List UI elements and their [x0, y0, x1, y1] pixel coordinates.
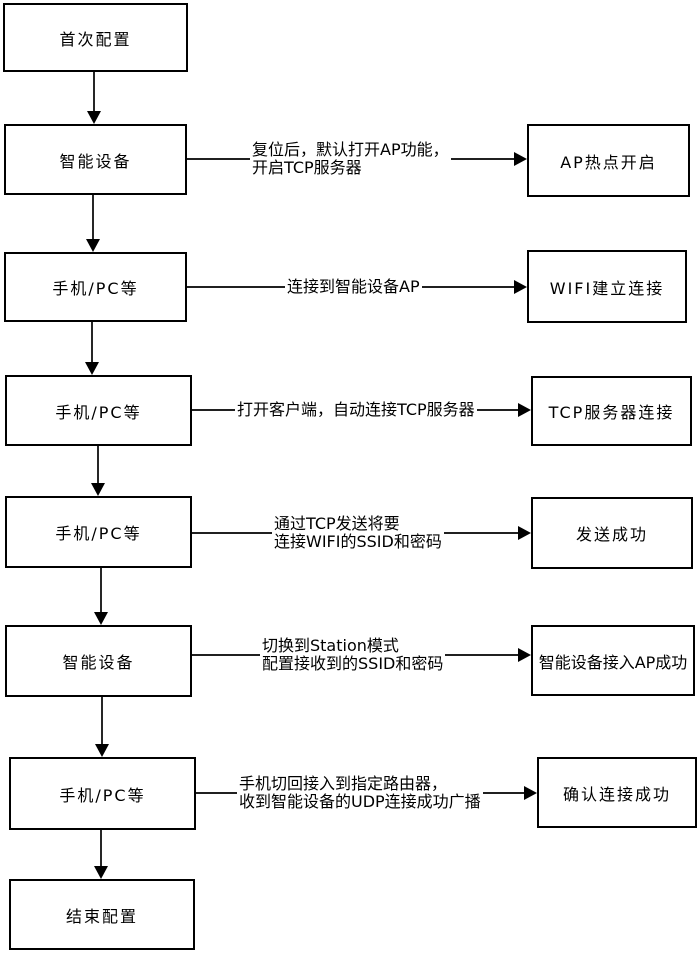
edge-label-switch-station: 切换到Station模式 配置接收到的SSID和密码	[260, 636, 446, 673]
node-label: WIFI建立连接	[549, 278, 665, 298]
node-phone-pc-1: 手机/PC等	[4, 252, 187, 322]
node-end-config: 结束配置	[9, 879, 195, 950]
node-phone-pc-3: 手机/PC等	[5, 496, 192, 568]
node-smart-device-2: 智能设备	[5, 625, 192, 697]
edge-label-phone-switch-back: 手机切回接入到指定路由器， 收到智能设备的UDP连接成功广播	[237, 775, 483, 811]
edge-label-open-client: 打开客户端，自动连接TCP服务器	[235, 401, 477, 419]
edge-label-line: 通过TCP发送将要	[274, 514, 400, 533]
node-label: 发送成功	[575, 525, 648, 544]
edge-label-line: 连接WIFI的SSID和密码	[274, 532, 442, 551]
edge-label-line: 连接到智能设备AP	[287, 277, 420, 296]
edge-label-line: 复位后，默认打开AP功能，	[252, 140, 449, 159]
node-tcp-server-connected: TCP服务器连接	[531, 376, 692, 446]
arrow-down-3	[85, 322, 99, 375]
edge-label-line: 配置接收到的SSID和密码	[262, 654, 444, 673]
edge-label-connect-device-ap: 连接到智能设备AP	[285, 278, 422, 296]
edge-label-line: 开启TCP服务器	[252, 158, 362, 177]
node-label: 智能设备	[59, 151, 132, 171]
node-label: TCP服务器连接	[548, 403, 675, 422]
node-phone-pc-2: 手机/PC等	[5, 375, 192, 446]
edge-label-line: 手机切回接入到指定路由器，	[239, 774, 448, 793]
edge-label-line: 打开客户端，自动连接TCP服务器	[237, 400, 475, 419]
edge-label-send-ssid: 通过TCP发送将要 连接WIFI的SSID和密码	[272, 515, 444, 551]
node-first-config: 首次配置	[3, 3, 188, 72]
node-wifi-connected: WIFI建立连接	[527, 250, 687, 323]
node-label: 手机/PC等	[55, 402, 142, 422]
node-label: AP热点开启	[560, 152, 657, 172]
edge-label-line: 切换到Station模式	[262, 636, 399, 655]
edge-label-reset-ap: 复位后，默认打开AP功能， 开启TCP服务器	[250, 141, 451, 177]
node-phone-pc-4: 手机/PC等	[9, 757, 196, 830]
node-label: 结束配置	[65, 906, 138, 926]
node-label: 智能设备	[62, 653, 135, 672]
arrow-down-1	[87, 72, 101, 124]
node-ap-hotspot-on: AP热点开启	[527, 124, 690, 197]
node-smart-device-1: 智能设备	[4, 124, 187, 195]
arrow-down-4	[91, 446, 105, 496]
node-label: 首次配置	[59, 29, 132, 49]
edge-label-line: 收到智能设备的UDP连接成功广播	[239, 792, 481, 811]
arrow-down-6	[95, 697, 109, 757]
arrow-down-7	[94, 830, 108, 879]
node-label: 智能设备接入AP成功	[538, 652, 688, 672]
node-label: 确认连接成功	[562, 784, 671, 804]
node-device-join-ap-success: 智能设备接入AP成功	[531, 625, 695, 696]
arrow-down-5	[94, 568, 108, 625]
node-confirm-success: 确认连接成功	[537, 757, 697, 828]
node-send-success: 发送成功	[531, 497, 693, 569]
node-label: 手机/PC等	[59, 785, 146, 805]
node-label: 手机/PC等	[52, 279, 139, 298]
arrow-down-2	[86, 195, 100, 252]
node-label: 手机/PC等	[55, 524, 142, 543]
